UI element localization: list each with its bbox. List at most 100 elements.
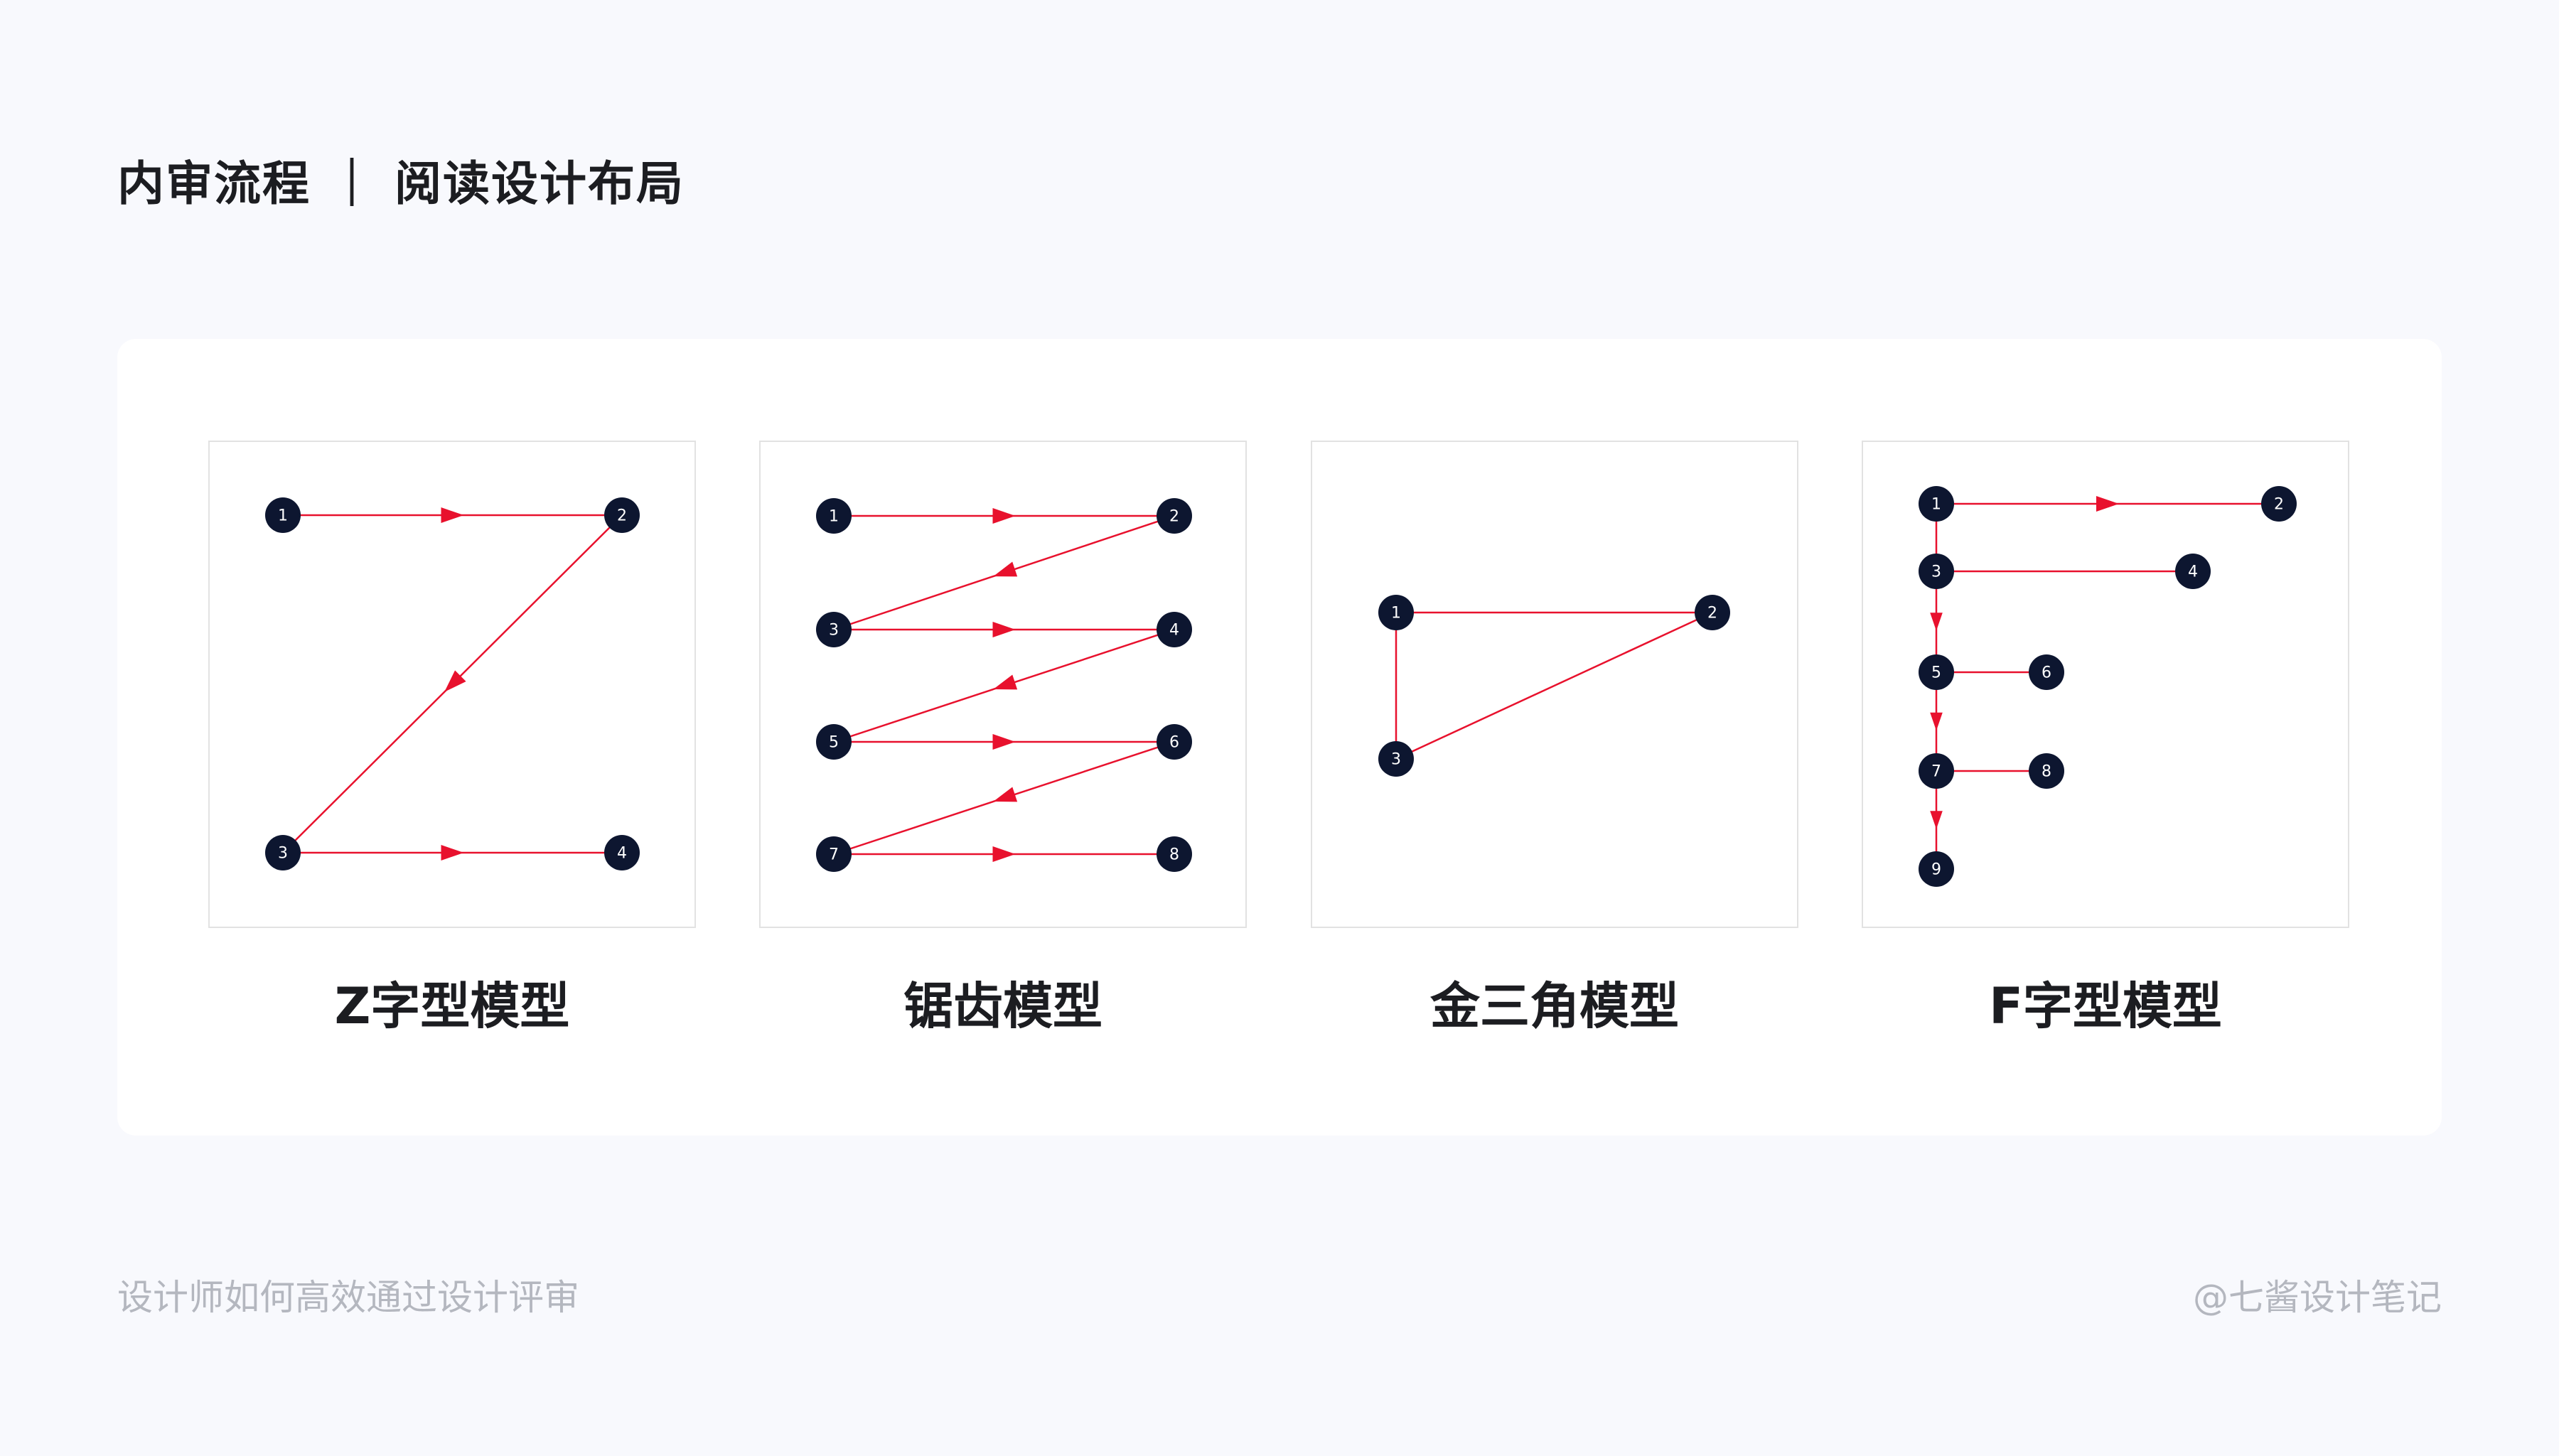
node-label: 2: [617, 507, 627, 525]
node-circle: [1919, 486, 1954, 522]
arrow-head-icon: [992, 508, 1016, 524]
arrow-head-icon: [1930, 712, 1943, 731]
node-label: 3: [1931, 563, 1941, 581]
node: 9: [1919, 851, 1954, 887]
node-label: 8: [2042, 763, 2051, 781]
node-circle: [816, 498, 852, 534]
edge-line: [1395, 611, 1713, 760]
node-circle: [2175, 554, 2211, 589]
node: 3: [1378, 741, 1414, 777]
node-label: 4: [617, 845, 627, 863]
node: 2: [2261, 486, 2297, 522]
node-label: 1: [278, 507, 288, 525]
node: 1: [265, 497, 301, 533]
node: 1: [1919, 486, 1954, 522]
node-circle: [1919, 753, 1954, 789]
node-circle: [1919, 851, 1954, 887]
node: 2: [604, 497, 640, 533]
node-label: 3: [829, 622, 839, 640]
arrow-head-icon: [993, 674, 1018, 690]
node-label: 4: [1169, 622, 1179, 640]
node-label: 1: [829, 508, 839, 526]
arrow-head-icon: [993, 561, 1018, 577]
arrow-head-icon: [992, 622, 1016, 637]
arrow-head-icon: [993, 787, 1018, 802]
node-label: 6: [2042, 664, 2051, 682]
arrow-head-icon: [1930, 613, 1943, 631]
node-circle: [1378, 595, 1414, 630]
node-label: 3: [278, 845, 288, 863]
node: 4: [604, 835, 640, 870]
node: 2: [1695, 595, 1730, 630]
node-label: 2: [1707, 605, 1717, 622]
node-circle: [604, 497, 640, 533]
node: 2: [1157, 498, 1192, 534]
node-label: 7: [1931, 763, 1941, 781]
node-label: 5: [1931, 664, 1941, 682]
node-label: 2: [1169, 508, 1179, 526]
node-circle: [2029, 654, 2064, 690]
node-circle: [1157, 836, 1192, 872]
node-circle: [816, 724, 852, 760]
node: 3: [816, 612, 852, 647]
node: 1: [1378, 595, 1414, 630]
node-circle: [265, 835, 301, 870]
node-circle: [1157, 724, 1192, 760]
arrow-head-icon: [2096, 496, 2119, 512]
arrow-head-icon: [444, 670, 466, 692]
f-model-caption: F字型模型: [1989, 977, 2222, 1035]
node: 4: [1157, 612, 1192, 647]
node-circle: [1695, 595, 1730, 630]
arrow-head-icon: [441, 845, 464, 861]
sawtooth-model-svg: 1 2 3 4 5 6 7 8: [816, 498, 1192, 872]
node: 3: [1919, 554, 1954, 589]
node: 1: [816, 498, 852, 534]
arrow-head-icon: [441, 507, 464, 523]
node: 7: [816, 836, 852, 872]
node-label: 5: [829, 734, 839, 752]
f-model-diagram: 1 2 3 4 5 6 7 8 9: [1862, 441, 2349, 928]
footer-subtitle: 设计师如何高效通过设计评审: [117, 1277, 579, 1318]
z-model-diagram: 1 2 3 4: [208, 441, 696, 928]
page-title: 内审流程 ｜ 阅读设计布局: [117, 156, 685, 211]
node-circle: [2029, 753, 2064, 789]
golden-triangle-svg: 1 2 3: [1378, 595, 1730, 777]
node-circle: [816, 612, 852, 647]
node-label: 1: [1931, 496, 1941, 514]
node-label: 3: [1391, 751, 1401, 769]
node-circle: [1378, 741, 1414, 777]
node: 5: [1919, 654, 1954, 690]
z-model-caption: Z字型模型: [334, 977, 570, 1035]
arrow-head-icon: [1930, 811, 1943, 829]
f-model-svg: 1 2 3 4 5 6 7 8 9: [1919, 486, 2297, 887]
golden-triangle-caption: 金三角模型: [1430, 977, 1679, 1035]
node: 3: [265, 835, 301, 870]
footer-author: @七酱设计笔记: [2193, 1277, 2442, 1318]
node-circle: [265, 497, 301, 533]
node: 8: [2029, 753, 2064, 789]
node: 7: [1919, 753, 1954, 789]
node-circle: [1157, 498, 1192, 534]
node-circle: [816, 836, 852, 872]
arrow-head-icon: [992, 846, 1016, 862]
node: 5: [816, 724, 852, 760]
node: 6: [1157, 724, 1192, 760]
node-circle: [604, 835, 640, 870]
node: 6: [2029, 654, 2064, 690]
golden-triangle-diagram: 1 2 3: [1311, 441, 1798, 928]
node-circle: [2261, 486, 2297, 522]
node: 4: [2175, 554, 2211, 589]
sawtooth-model-diagram: 1 2 3 4 5 6 7 8: [759, 441, 1247, 928]
node-circle: [1919, 554, 1954, 589]
node-label: 7: [829, 846, 839, 864]
z-model-svg: 1 2 3 4: [265, 497, 640, 870]
node-label: 9: [1931, 861, 1941, 879]
node-circle: [1919, 654, 1954, 690]
node-label: 6: [1169, 734, 1179, 752]
node-label: 1: [1391, 605, 1401, 622]
arrow-head-icon: [992, 734, 1016, 750]
node: 8: [1157, 836, 1192, 872]
node-label: 8: [1169, 846, 1179, 864]
node-label: 2: [2274, 496, 2284, 514]
